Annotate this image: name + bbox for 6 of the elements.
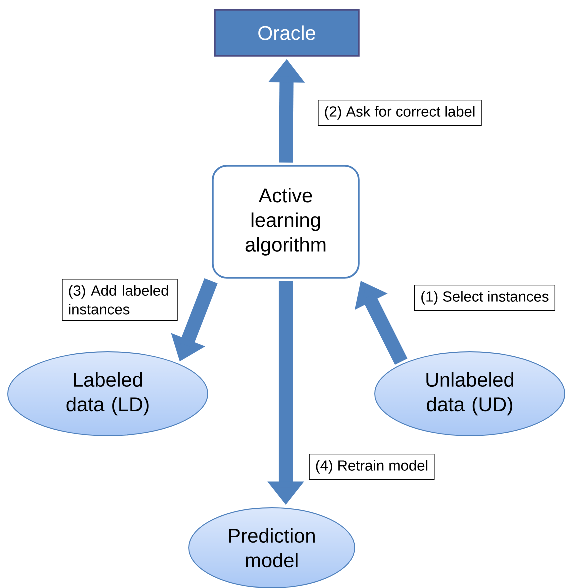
- edge-label: (3) Add labeled instances: [62, 279, 178, 321]
- oracle-box: Oracle: [214, 9, 360, 57]
- edge-label: (2) Ask for correct label: [318, 100, 482, 126]
- edge-label: (1) Select instances: [414, 284, 556, 312]
- edge-label: (4) Retrain model: [309, 454, 435, 480]
- process-box: Active learning algorithm: [212, 165, 360, 279]
